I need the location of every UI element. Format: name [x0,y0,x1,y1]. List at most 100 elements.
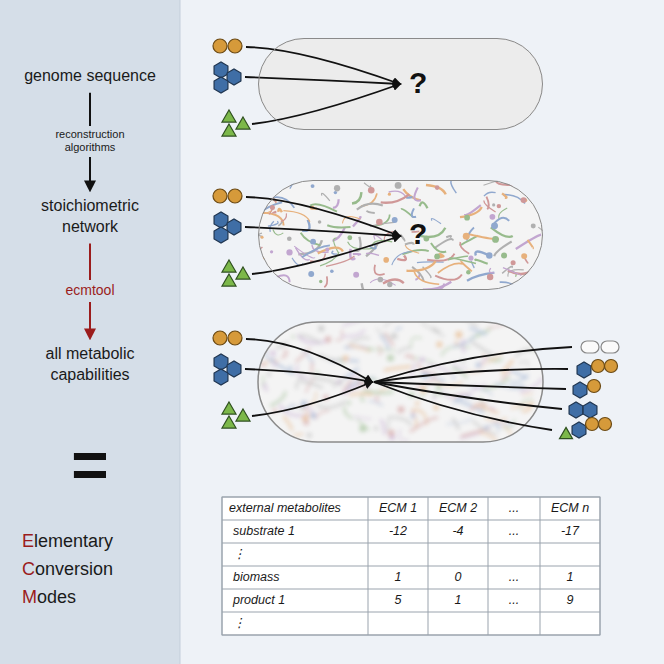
network-metabolite [325,336,331,342]
network-metabolite [411,414,415,418]
network-metabolite [490,214,496,220]
network-reaction [350,337,369,343]
network-metabolite [455,341,459,345]
network-reaction [327,225,350,227]
network-metabolite [325,247,329,251]
network-metabolite [383,257,389,263]
table-header: ECM 2 [429,498,487,519]
network-metabolite [270,250,273,253]
network-reaction [410,418,438,432]
flow-arrow [374,347,572,382]
cell-fill [258,322,543,442]
circle-molecule [592,360,605,373]
flow-arrow [374,382,552,430]
network-reaction [361,391,365,401]
network-reaction [484,201,496,212]
table-cell: ... [489,521,539,542]
network-reaction [502,193,506,197]
network-reaction [333,199,339,208]
table-rule [428,497,429,635]
network-reaction [349,394,372,396]
network-metabolite [308,271,314,277]
pill-molecule [581,341,599,353]
network-reaction [426,185,446,194]
network-reaction [515,182,539,189]
cell-1-flows [213,39,400,136]
network-reaction [301,233,321,246]
network-reaction [318,248,343,254]
network-reaction [442,346,471,356]
network-metabolite [391,333,396,338]
network-metabolite [395,182,402,189]
table-header: external metabolites [223,498,367,519]
network-reaction [529,349,543,363]
cell-capsule: ? [258,180,543,290]
hexagon-molecule [569,402,583,418]
network-reaction [451,180,456,193]
network-metabolite [468,256,473,261]
network-metabolite [267,372,271,376]
network-metabolite [492,236,499,243]
network-reaction [268,277,281,289]
table-rule [600,497,601,635]
network-reaction [273,229,283,234]
hexagon-molecule [227,69,241,85]
network-metabolite [260,236,263,239]
network-metabolite [334,191,337,194]
network-metabolite [304,420,309,425]
network-reaction [281,213,287,221]
network-reaction [276,275,290,282]
network-reaction [299,335,321,343]
network-metabolite [491,222,498,229]
network-metabolite [521,197,527,203]
circle-molecule [588,380,601,393]
network-metabolite [334,185,340,191]
table-cell: substrate 1 [223,521,367,542]
network-reaction [365,391,394,393]
triangle-molecule [560,427,573,438]
flow-arrow [245,227,400,236]
network-reaction [389,417,411,425]
network-reaction [258,189,277,194]
network-reaction [301,381,322,387]
network-reaction [381,194,410,202]
network-reaction [374,235,382,239]
triangle-molecule [236,117,250,129]
network-reaction [414,272,439,285]
network-metabolite [347,401,351,405]
network-reaction [297,335,326,343]
network-reaction [377,328,398,338]
flow-arrow [252,382,372,416]
equals-sign: = [40,430,140,500]
network-reaction [403,189,420,200]
network-metabolite [360,425,367,432]
network-metabolite [378,277,384,283]
table-rule [540,497,541,635]
network-reaction [357,204,383,210]
cell-capsule: ? [258,38,543,130]
network-metabolite [338,381,342,385]
network-reaction [516,235,541,249]
table-cell: ⋮ [223,613,367,634]
network-reaction [302,245,330,257]
network-reaction [374,265,384,275]
network-reaction [496,181,518,185]
triangle-molecule [222,274,236,286]
network-metabolite [497,204,501,208]
network-metabolite [388,430,395,437]
network-reaction [414,187,421,200]
network-reaction [434,239,453,248]
network-reaction [521,435,540,437]
network-reaction [380,335,388,349]
network-metabolite [260,256,265,261]
circle-molecule [213,189,227,203]
network-metabolite [492,203,495,206]
table-cell: 9 [541,590,599,611]
table-frame [222,497,600,635]
network-reaction [528,240,534,248]
network-reaction [317,401,346,407]
network-reaction [520,286,528,290]
network-reaction [369,401,382,406]
cell-outline [258,322,543,442]
network-metabolite [286,249,292,255]
